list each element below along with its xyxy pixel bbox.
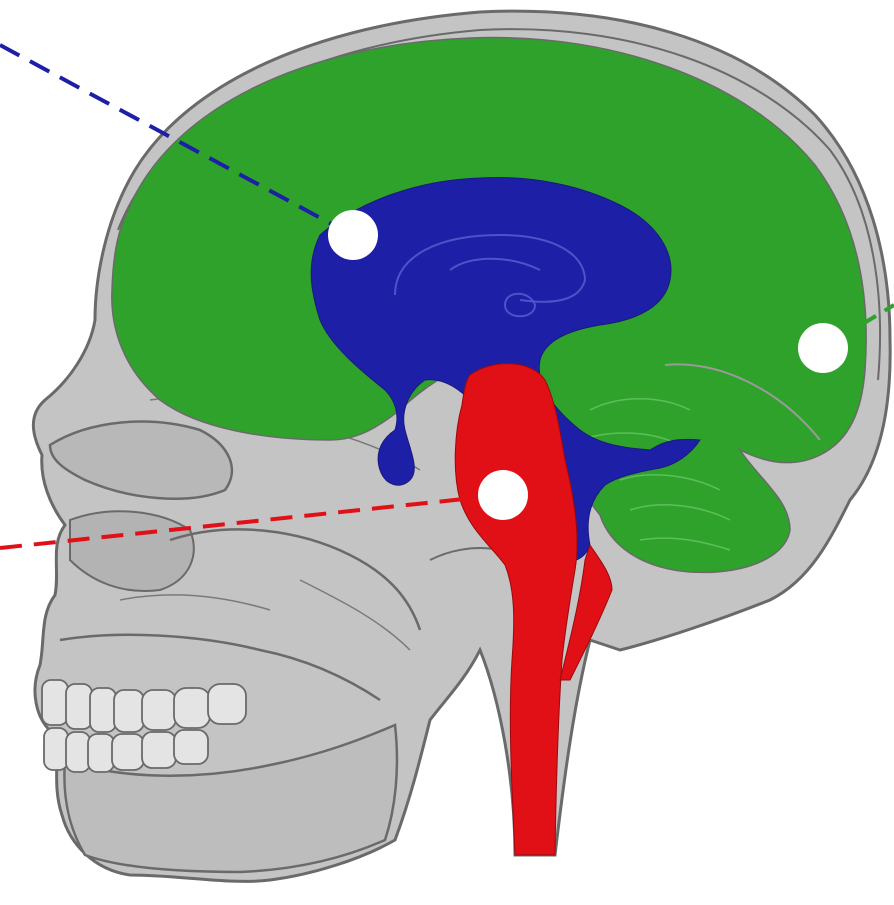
cerebellum-marker[interactable]	[798, 323, 848, 373]
tooth	[112, 734, 144, 770]
tooth	[42, 680, 68, 725]
tooth	[66, 684, 92, 729]
tooth	[174, 730, 208, 764]
tooth	[90, 688, 116, 732]
tooth	[44, 728, 68, 770]
tooth	[208, 684, 246, 724]
tooth	[142, 690, 176, 730]
tooth	[114, 690, 144, 732]
brainstem-marker[interactable]	[478, 470, 528, 520]
tooth	[174, 688, 210, 728]
tooth	[66, 732, 90, 772]
cerebrum-marker[interactable]	[328, 210, 378, 260]
tooth	[142, 732, 176, 768]
tooth	[88, 734, 114, 772]
